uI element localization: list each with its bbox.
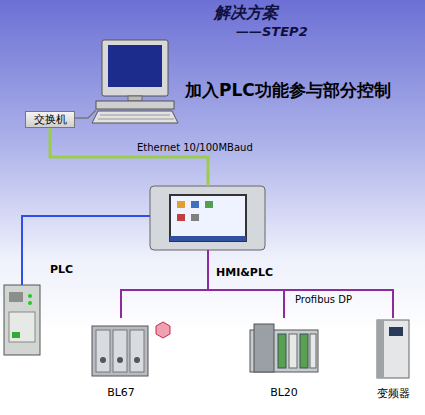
hmi-icon [191, 201, 199, 208]
switch-box: 交换机 [25, 111, 75, 128]
device: BL67 [90, 318, 152, 380]
node-label: BL20 [270, 386, 298, 399]
edge-label: Ethernet 10/100MBaud [137, 142, 253, 153]
bl67-port [117, 357, 123, 363]
node-label: 变频器 [377, 386, 410, 401]
bl67-port [134, 357, 140, 363]
ethernet-line [50, 128, 208, 186]
inverter-side [377, 320, 384, 378]
hmi-icon [177, 214, 185, 221]
bl20-terminal [310, 334, 316, 368]
inverter-display [389, 327, 403, 336]
monitor-stand [128, 96, 142, 101]
device: HMI&PLC [150, 186, 265, 250]
bl20-terminal [289, 334, 297, 368]
plc-connector [12, 332, 20, 338]
switch-cable [75, 110, 96, 118]
bl20-terminal [278, 334, 286, 368]
plc-housing [4, 285, 40, 355]
monitor [102, 40, 168, 96]
computer-case [96, 101, 174, 109]
profibus-line [208, 250, 284, 318]
cube-icon [156, 322, 170, 338]
hmi-icon [177, 201, 185, 208]
node-label: HMI&PLC [216, 266, 273, 279]
plc-led [28, 301, 32, 305]
node-label: 交换机 [34, 112, 67, 127]
inverter-housing [377, 320, 409, 378]
bl20-gateway [254, 324, 274, 372]
node-label: PLC [50, 263, 73, 276]
plc-panel [9, 292, 23, 302]
plc-link [22, 216, 150, 285]
bl67-port [100, 357, 106, 363]
plc-led [28, 294, 32, 298]
hmi-taskbar [170, 236, 246, 241]
bl67-module [113, 330, 127, 372]
note: ——STEP2 [236, 24, 308, 39]
device: PLC [4, 285, 40, 355]
bus-label: Profibus DP [295, 294, 352, 305]
hmi-icon [205, 201, 213, 208]
note: 加入PLC功能参与部分控制 [185, 79, 391, 102]
bl67-station [92, 326, 148, 376]
hmi-screen [170, 195, 246, 241]
bl67-module [130, 330, 144, 372]
node-label: BL67 [107, 386, 135, 399]
plc-module [9, 312, 35, 342]
keyboard-keys [98, 115, 174, 119]
monitor-screen [108, 45, 162, 87]
keyboard [92, 111, 178, 123]
profibus-line [121, 250, 208, 318]
profibus-line [208, 250, 393, 318]
hmi-frame [150, 186, 265, 250]
title: 解决方案 [214, 3, 278, 24]
bl67-module [96, 330, 110, 372]
hmi-icon [191, 214, 199, 221]
device: 变频器 [375, 318, 411, 380]
bl20-terminal [300, 334, 308, 368]
device: BL20 [248, 318, 320, 380]
